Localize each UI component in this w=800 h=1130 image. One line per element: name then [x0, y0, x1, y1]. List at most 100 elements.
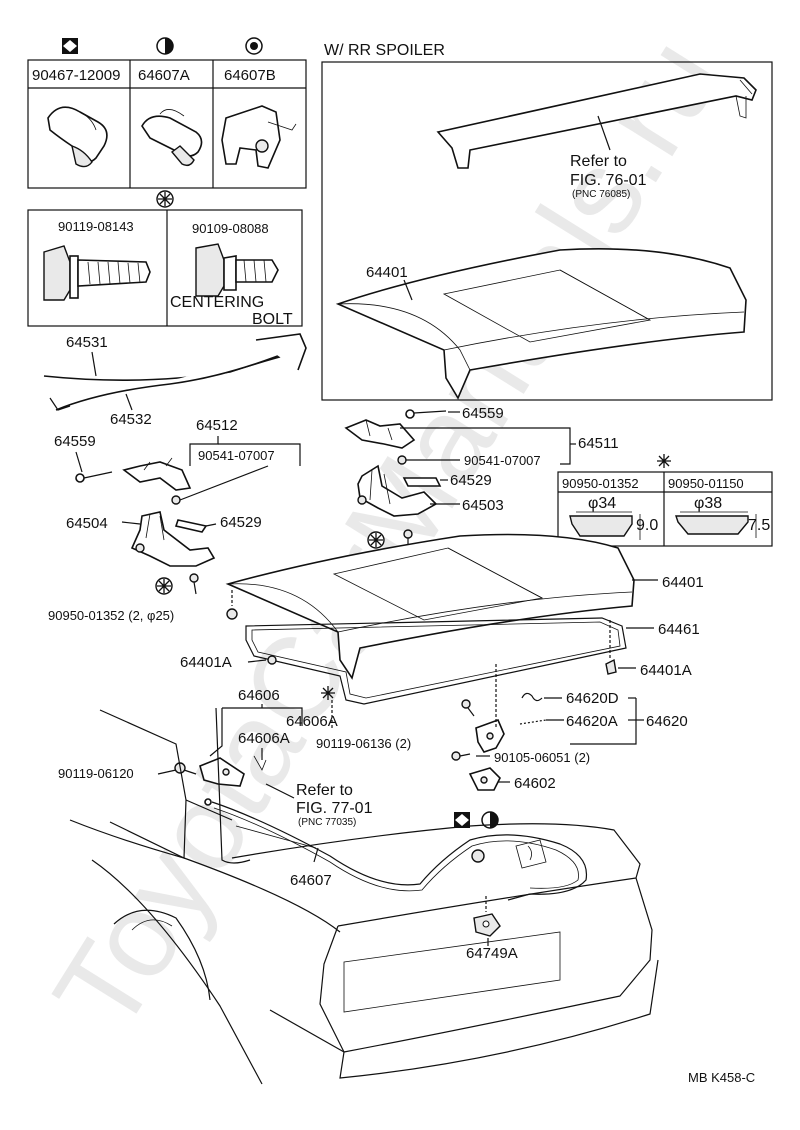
label-90119-06136: 90119-06136 (2) [316, 736, 411, 751]
centering-note-line2: BOLT [252, 311, 293, 328]
hinge-64511 [344, 419, 416, 449]
bolt-left-hinge [189, 573, 199, 595]
torsion-bars [43, 333, 307, 411]
cable-ref-line2: FIG. 77-01 [296, 800, 373, 817]
lock-64620 [475, 718, 505, 753]
plug-90950-main [226, 608, 238, 620]
label-90950-plug: 90950-01352 (2, φ25) [48, 608, 174, 623]
clip-part-no-1: 90467-12009 [32, 67, 120, 84]
clip-table: 90467-12009 64607A 64607B [27, 37, 307, 189]
trunk-lid-top [335, 248, 747, 400]
flange-bolt-drawing [43, 245, 151, 301]
spoiler-box: W/ RR SPOILER Refer to FIG. 76-01 (PNC 7… [321, 42, 773, 401]
hinge-64504 [130, 511, 216, 567]
spoiler-ref-pnc: (PNC 76085) [572, 189, 630, 200]
label-64620A: 64620A [566, 713, 618, 730]
label-64401A-left: 64401A [180, 654, 232, 671]
hinge-64503 [357, 464, 438, 517]
clip-drawing-3 [221, 105, 297, 169]
plate-64529-left [174, 519, 208, 533]
label-64749A: 64749A [466, 945, 518, 962]
plug-diameter-1: φ34 [588, 495, 616, 512]
label-90541-right: 90541-07007 [464, 453, 541, 468]
bolt-64559-right [405, 409, 447, 419]
trunk-lid-main [225, 533, 635, 680]
label-90119-06120: 90119-06120 [58, 766, 134, 781]
weatherstrip-64461 [245, 617, 627, 705]
label-64602: 64602 [514, 775, 556, 792]
clip-drawing-2 [141, 109, 203, 167]
label-64607: 64607 [290, 872, 332, 889]
label-64559-left: 64559 [54, 433, 96, 450]
label-90105: 90105-06051 (2) [494, 750, 590, 765]
plug-table: 90950-01352 90950-01150 φ34 9.0 φ38 7.5 [557, 454, 773, 547]
bolt-lock-2 [451, 751, 471, 761]
label-64606A-1: 64606A [286, 713, 338, 730]
label-64532: 64532 [110, 411, 152, 428]
hinge-64512 [122, 457, 192, 491]
diamond-square-icon [62, 38, 78, 54]
asterisk-circle-icon [156, 190, 174, 208]
label-64512: 64512 [196, 417, 238, 434]
label-64620D: 64620D [566, 690, 619, 707]
rear-spoiler [436, 73, 757, 169]
spring-64620D [521, 692, 543, 702]
asterisk-circle-icon-left-bolt [155, 577, 173, 595]
label-64531: 64531 [66, 334, 108, 351]
asterisk-icon-lower [321, 686, 335, 700]
cable-ref-pnc: (PNC 77035) [298, 817, 356, 828]
bolt-right-hinge [403, 529, 413, 548]
asterisk-circle-icon-right-bolt [367, 531, 385, 549]
label-64559-right: 64559 [462, 405, 504, 422]
label-64461: 64461 [658, 621, 700, 638]
label-64620: 64620 [646, 713, 688, 730]
cushion-64401A-right [605, 658, 617, 675]
nut-90541-right [397, 455, 407, 465]
label-64503: 64503 [462, 497, 504, 514]
plug-part-no-1: 90950-01352 [562, 476, 639, 491]
label-64606A-2: 64606A [238, 730, 290, 747]
spoiler-ref-line1: Refer to [570, 153, 627, 170]
clip-part-no-2: 64607A [138, 67, 190, 84]
plug-height-1: 9.0 [636, 517, 658, 534]
label-64401-mid: 64401 [662, 574, 704, 591]
cable-ref-line1: Refer to [296, 782, 353, 799]
label-64401-top: 64401 [366, 264, 408, 281]
centering-bolt-drawing [195, 243, 279, 297]
centering-note-line1: CENTERING [170, 294, 264, 311]
plug-height-2: 7.5 [748, 517, 770, 534]
plug-diameter-2: φ38 [694, 495, 722, 512]
spoiler-title: W/ RR SPOILER [324, 42, 445, 59]
label-64529-right: 64529 [450, 472, 492, 489]
label-64511: 64511 [578, 435, 619, 452]
asterisk-icon [657, 454, 671, 468]
nut-90541-left [171, 495, 181, 505]
clip-part-no-3: 64607B [224, 67, 276, 84]
label-64504: 64504 [66, 515, 108, 532]
clip-drawing-1 [47, 106, 108, 168]
lock-cylinder-hole [471, 849, 485, 863]
bolt-part-no-2: 90109-08088 [192, 221, 269, 236]
plug-drawing-2: φ38 7.5 [675, 495, 770, 538]
plug-drawing-1: φ34 9.0 [569, 495, 658, 540]
car-body [69, 707, 659, 1085]
plate-64529-right [402, 477, 442, 487]
release-lever-64606 [199, 755, 267, 787]
label-64401A-right: 64401A [640, 662, 692, 679]
plug-part-no-2: 90950-01150 [668, 476, 744, 491]
figure-code: MB K458-C [688, 1070, 755, 1085]
cushion-64401A-left [267, 655, 277, 665]
bolt-part-no-1: 90119-08143 [58, 219, 134, 234]
spoiler-ref-line2: FIG. 76-01 [570, 172, 647, 189]
bolt-64559-left [75, 471, 113, 483]
bolt-table: 90119-08143 90109-08088 CENTERING BOLT [27, 190, 303, 328]
bolt-lock-1 [461, 699, 475, 717]
label-90541-left: 90541-07007 [198, 448, 275, 463]
label-64606: 64606 [238, 687, 280, 704]
striker-64602 [468, 767, 501, 791]
half-circle-icon [156, 37, 174, 55]
opener-64749A [473, 913, 501, 937]
diamond-square-icon-cable [454, 812, 470, 828]
dot-circle-icon [245, 37, 263, 55]
